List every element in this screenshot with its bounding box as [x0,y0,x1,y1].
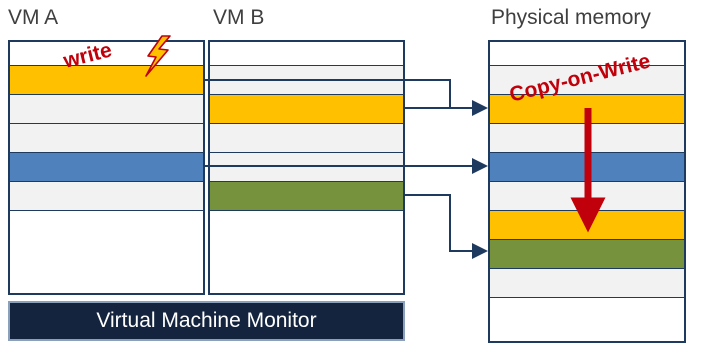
vm-a-memory-column [8,40,205,295]
vm-b-page-row [210,95,403,124]
vm-a-page-row [10,211,203,293]
physical-page-row [490,240,684,269]
vm-a-title: VM A [8,6,59,29]
vmm-label: Virtual Machine Monitor [96,309,317,332]
vm-a-page-row [10,124,203,153]
vm-a-page-row [10,66,203,95]
vm-b-page-row [210,182,403,211]
vm-b-memory-column [208,40,405,295]
vm-a-page-row [10,182,203,211]
vm-b-page-row [210,211,403,293]
mapping-arrow-b-green [405,194,488,259]
physical-page-row [490,66,684,95]
vm-a-page-row [10,153,203,182]
mapping-arrow-a-yellow [205,79,488,116]
physical-page-row [490,269,684,298]
vm-b-page-row [210,124,403,153]
vm-b-title: VM B [213,6,265,29]
physical-page-row [490,42,684,66]
lightning-icon [145,35,171,77]
physical-page-row [490,298,684,341]
physical-memory-title: Physical memory [491,6,651,29]
vm-a-page-row [10,95,203,124]
vm-b-page-row [210,42,403,66]
vm-a-page-row [10,42,203,66]
vm-b-page-row [210,153,403,182]
virtual-machine-monitor-bar: Virtual Machine Monitor [8,301,405,341]
